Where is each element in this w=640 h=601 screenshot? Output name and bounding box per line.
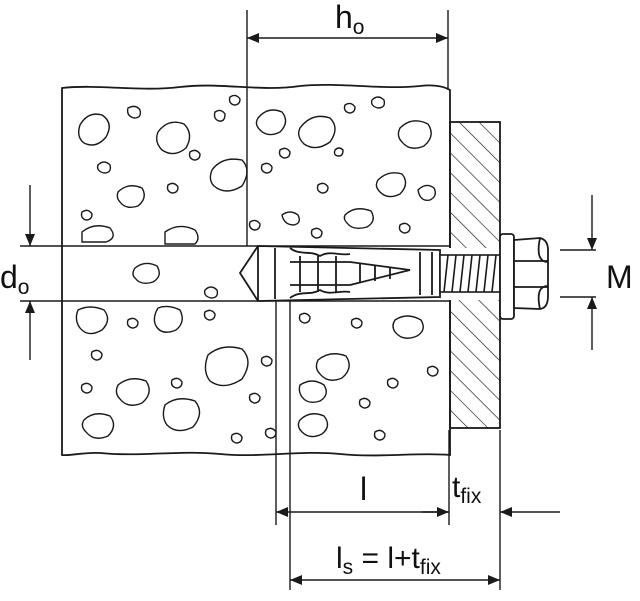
label-M: M	[606, 259, 633, 295]
label-h0: ho	[335, 0, 364, 39]
hex-nut	[513, 237, 549, 310]
threaded-bolt	[439, 254, 501, 293]
label-l: l	[360, 471, 367, 507]
aggregate-stones	[75, 94, 439, 444]
dimension-lines	[25, 10, 597, 590]
label-d0: do	[0, 259, 29, 299]
anchor-sleeve	[238, 245, 441, 302]
label-ls: ls = l+tfix	[336, 542, 441, 579]
washer	[499, 233, 515, 320]
label-tfix: tfix	[452, 471, 482, 508]
